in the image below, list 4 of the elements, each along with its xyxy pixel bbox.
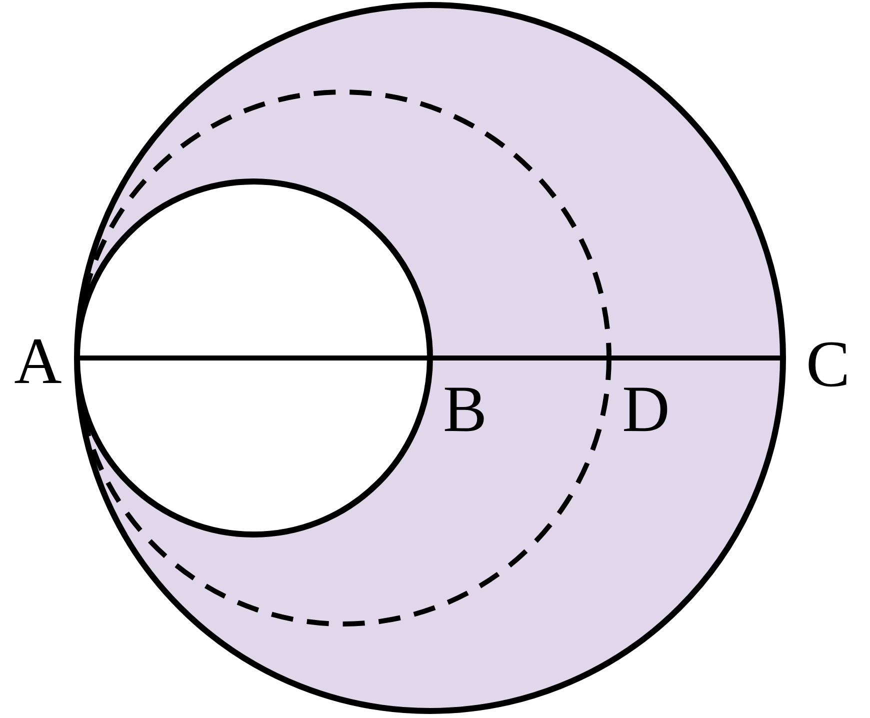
point-label: B xyxy=(442,377,488,443)
point-label: C xyxy=(806,332,850,398)
point-label: D xyxy=(622,377,670,443)
point-label: A xyxy=(14,329,62,395)
